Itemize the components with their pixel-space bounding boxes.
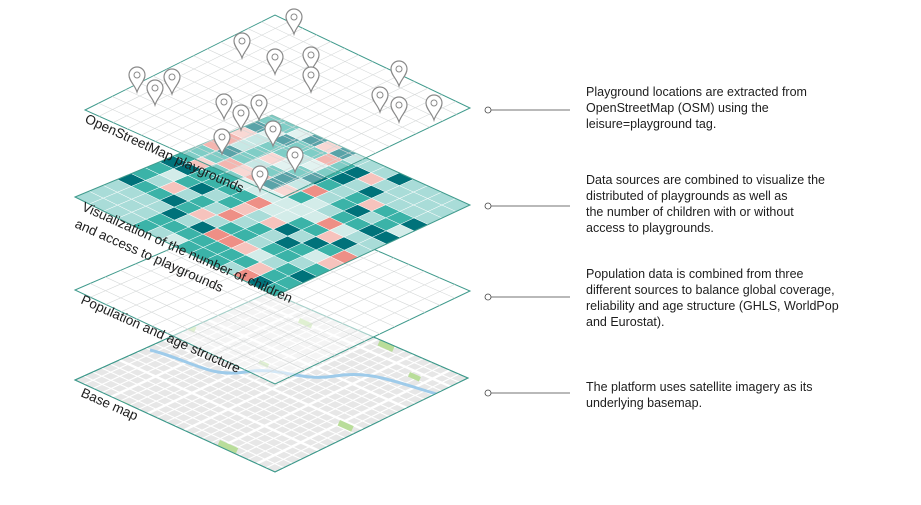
osm-pins — [128, 8, 443, 194]
osm-layer — [83, 8, 472, 199]
map-pin-icon — [264, 120, 282, 149]
circle-connector-icon — [484, 202, 492, 210]
visualization-cells — [74, 114, 471, 297]
circle-connector-icon — [484, 389, 492, 397]
description-visualization: Data sources are combined to visualize t… — [586, 173, 826, 235]
map-pin-icon — [215, 93, 233, 122]
map-pin-icon — [371, 86, 389, 115]
circle-connector-icon — [484, 293, 492, 301]
map-pin-icon — [128, 66, 146, 95]
visualization-plane — [73, 114, 472, 297]
map-pin-icon — [302, 46, 320, 75]
description-base-map: The platform uses satellite imagery as i… — [586, 380, 813, 410]
map-pin-icon — [232, 104, 250, 133]
map-pin-icon — [146, 79, 164, 108]
map-pin-icon — [285, 8, 303, 37]
map-pin-icon — [286, 146, 304, 175]
map-pin-icon — [163, 68, 181, 97]
map-pin-icon — [251, 165, 269, 194]
visualization-layer — [73, 114, 472, 297]
description-osm: Playground locations are extracted from … — [586, 85, 807, 131]
map-pin-icon — [390, 60, 408, 89]
map-pin-icon — [266, 48, 284, 77]
leader-lines — [484, 106, 570, 397]
map-pin-icon — [425, 94, 443, 123]
map-pin-icon — [302, 66, 320, 95]
map-pin-icon — [213, 128, 231, 157]
circle-connector-icon — [484, 106, 492, 114]
map-pin-icon — [233, 32, 251, 61]
map-pin-icon — [390, 96, 408, 125]
description-population: Population data is combined from three d… — [586, 267, 839, 329]
map-pin-icon — [250, 94, 268, 123]
